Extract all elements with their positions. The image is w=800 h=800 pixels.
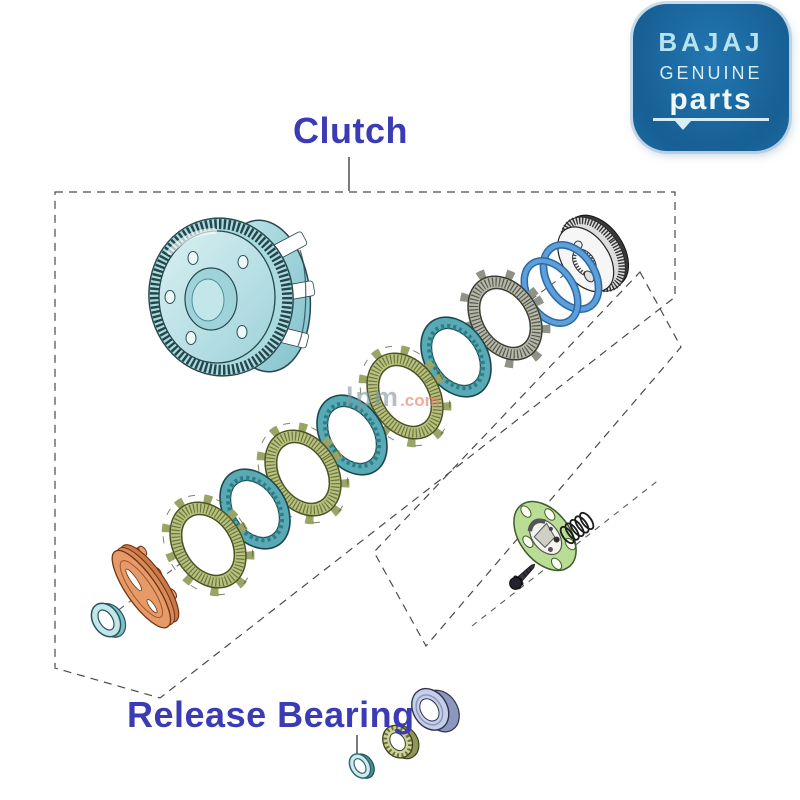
bolt-icon [509,563,536,590]
clutch-spring-icon [559,511,595,545]
sub-assembly-outline [373,270,682,648]
logo-brand-text: BAJAJ [658,27,764,58]
watermark-tld: .com [400,391,440,410]
bajaj-genuine-parts-logo: BAJAJ GENUINE parts [633,4,789,151]
logo-parts-text: parts [669,83,753,117]
sub-axis-centerline [471,478,661,627]
watermark: lpm.com [346,382,440,413]
primary-gear-icon [557,214,629,293]
logo-genuine-text: GENUINE [659,63,763,84]
circlip-icon [348,753,375,779]
release-bearing-label: Release Bearing [127,694,415,735]
logo-arrow-icon [675,120,691,130]
clutch-basket-icon [148,217,316,377]
clutch-hub-icon [111,544,180,629]
release-bearing-icon [411,687,460,733]
main-assembly-outline [54,191,676,699]
thrust-washer-icon [90,602,127,638]
clutch-label: Clutch [293,110,408,151]
lock-washer-icon [382,724,420,760]
pressure-plate-icon [513,500,577,572]
logo-underline [653,117,769,130]
watermark-name: lpm [346,382,401,412]
